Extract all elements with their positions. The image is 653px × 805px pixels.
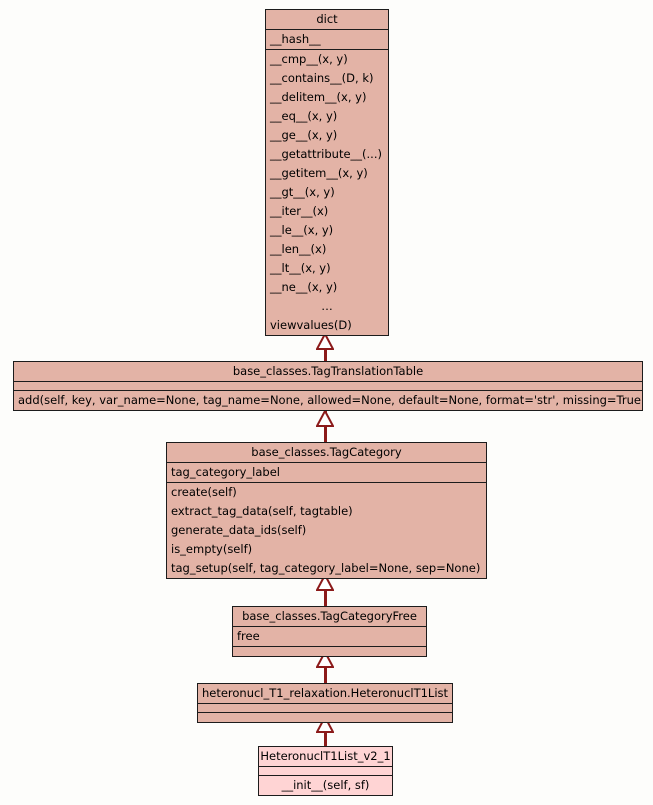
class-box-tagcategory[interactable]: base_classes.TagCategory tag_category_la… <box>166 442 487 579</box>
class-attributes-compartment-empty <box>259 767 392 776</box>
class-box-heteronuclt1list[interactable]: heteronucl_T1_relaxation.HeteronuclT1Lis… <box>197 683 453 723</box>
method-row: __len__(x) <box>270 242 327 256</box>
class-box-tagcategoryfree[interactable]: base_classes.TagCategoryFree free <box>232 606 427 657</box>
class-title-compartment: base_classes.TagCategory <box>167 443 486 463</box>
method-row: __delitem__(x, y) <box>270 90 367 104</box>
class-box-heteronuclt1list-v2-1[interactable]: HeteronuclT1List_v2_1 __init__(self, sf) <box>258 746 393 796</box>
class-name-dict: dict <box>316 12 338 26</box>
class-name-heteronuclt1list-v2-1: HeteronuclT1List_v2_1 <box>260 749 391 763</box>
method-row: __eq__(x, y) <box>270 109 338 123</box>
method-row: __le__(x, y) <box>270 223 334 237</box>
method-row: __ge__(x, y) <box>270 128 338 142</box>
class-title-compartment: dict <box>266 10 388 30</box>
class-methods-compartment: create(self) extract_tag_data(self, tagt… <box>167 483 486 578</box>
class-name-heteronuclt1list: heteronucl_T1_relaxation.HeteronuclT1Lis… <box>201 686 449 700</box>
method-row: __lt__(x, y) <box>270 261 331 275</box>
method-row: tag_setup(self, tag_category_label=None,… <box>171 561 481 575</box>
class-name-tagtranslationtable: base_classes.TagTranslationTable <box>232 364 424 378</box>
class-box-tagtranslationtable[interactable]: base_classes.TagTranslationTable add(sel… <box>13 361 643 411</box>
method-row: __cmp__(x, y) <box>270 52 348 66</box>
method-row: generate_data_ids(self) <box>171 523 307 537</box>
class-attributes-compartment: free <box>233 627 426 647</box>
class-methods-compartment: __cmp__(x, y) __contains__(D, k) __delit… <box>266 50 388 335</box>
class-title-compartment: heteronucl_T1_relaxation.HeteronuclT1Lis… <box>198 684 452 704</box>
attribute-row: __hash__ <box>270 32 321 46</box>
method-row: extract_tag_data(self, tagtable) <box>171 504 353 518</box>
method-row: create(self) <box>171 485 237 499</box>
method-row: __iter__(x) <box>270 204 329 218</box>
class-name-tagcategory: base_classes.TagCategory <box>251 445 402 459</box>
class-methods-compartment: __init__(self, sf) <box>259 776 392 795</box>
attribute-row: free <box>237 629 260 643</box>
class-attributes-compartment-empty <box>198 704 452 713</box>
class-title-compartment: base_classes.TagTranslationTable <box>14 362 642 382</box>
class-attributes-compartment: tag_category_label <box>167 463 486 483</box>
method-row-ellipsis: … <box>321 299 333 313</box>
method-row: __ne__(x, y) <box>270 280 338 294</box>
method-row: __contains__(D, k) <box>270 71 374 85</box>
class-methods-compartment-empty <box>198 713 452 722</box>
method-row: __getitem__(x, y) <box>270 166 368 180</box>
class-name-tagcategoryfree: base_classes.TagCategoryFree <box>242 609 417 623</box>
class-title-compartment: HeteronuclT1List_v2_1 <box>259 747 392 767</box>
attribute-row: tag_category_label <box>171 465 280 479</box>
method-row: __gt__(x, y) <box>270 185 335 199</box>
class-attributes-compartment: __hash__ <box>266 30 388 50</box>
class-methods-compartment-empty <box>233 647 426 656</box>
method-row: viewvalues(D) <box>270 318 352 332</box>
method-row: __init__(self, sf) <box>281 778 370 792</box>
method-row: __getattribute__(...) <box>270 147 382 161</box>
class-attributes-compartment-empty <box>14 382 642 391</box>
class-methods-compartment: add(self, key, var_name=None, tag_name=N… <box>14 391 642 410</box>
class-box-dict[interactable]: dict __hash__ __cmp__(x, y) __contains__… <box>265 9 389 336</box>
method-row: add(self, key, var_name=None, tag_name=N… <box>18 393 642 407</box>
method-row: is_empty(self) <box>171 542 253 556</box>
class-title-compartment: base_classes.TagCategoryFree <box>233 607 426 627</box>
